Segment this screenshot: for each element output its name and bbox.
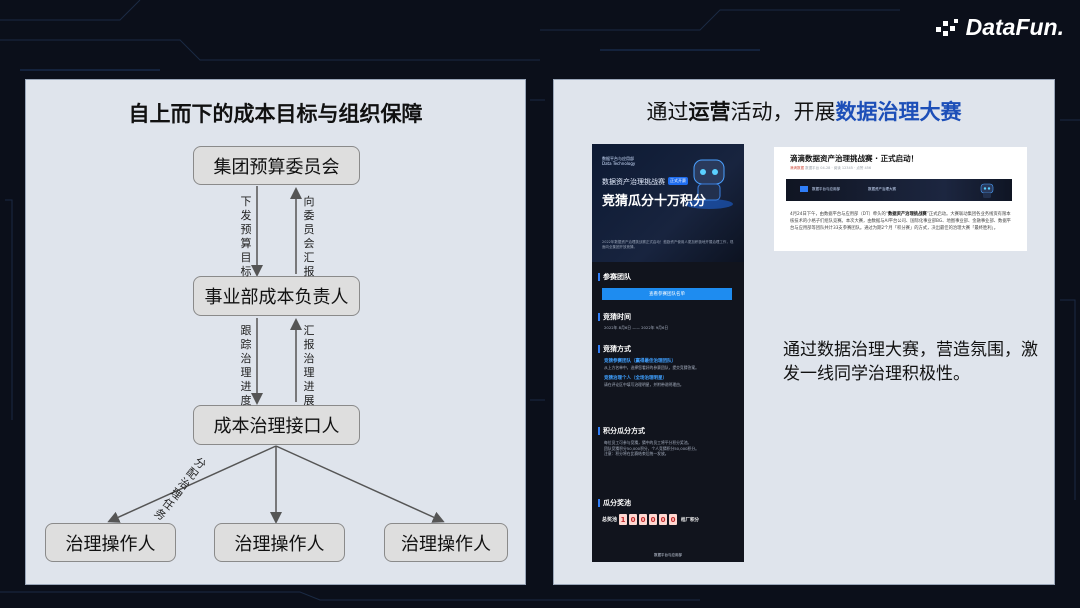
body-bold: 数据资产治理挑战赛 [888, 212, 927, 217]
label-track-progress: 跟踪治理进度 [240, 324, 252, 407]
section-title: 竞猜时间 [603, 313, 631, 321]
node-bu-cost-owner: 事业部成本负责人 [193, 276, 360, 316]
org-chart-arrows [107, 186, 445, 524]
title-bold: 运营 [688, 100, 731, 124]
section-line: 注意：积分将在比赛结束后统一发放。 [604, 451, 669, 456]
section-line: 请在评论区中填写治理明星，并附带说明理由。 [604, 381, 684, 387]
section-line: 每位员工可参与竞猜，猜中的员工将平分积分奖池。 [604, 440, 692, 445]
prize-digit: 0 [669, 514, 678, 525]
section-line: 竞猜参赛团队（赢得最佳治理团队） [604, 359, 676, 364]
logo-text: DataFun. [965, 14, 1064, 40]
prize-digit: 0 [649, 514, 658, 525]
section-title: 参赛团队 [603, 273, 631, 281]
arrow-assign-left [107, 445, 277, 523]
label-down-budget: 下发预算目标 [240, 195, 252, 278]
article-author: 滴滴数据 [790, 166, 804, 170]
section-title: 竞猜方式 [603, 345, 631, 353]
label-up-report: 向委员会汇报 [303, 195, 315, 278]
right-panel-title: 通过运营活动，开展数据治理大赛 [554, 96, 1054, 126]
poster-subtitle: 数据资产治理挑战赛 [602, 178, 665, 186]
section-line: 从上方名单中，选择您看好的参赛团队，提交竞猜答案。 [604, 364, 699, 370]
banner-right-text: 数据资产治理大赛 [868, 187, 896, 191]
poster-brand: 数据平台与应用部 Data Technology [602, 156, 636, 166]
poster-intro: 2022年数据资产治理挑战赛正式启动！鼓励资产使用人更加积极地开展治理工作，现面… [602, 240, 734, 249]
node-operator-1: 治理操作人 [45, 523, 176, 562]
datafun-logo: DataFun. [934, 14, 1064, 41]
section-line: 团队竞猜积分50,000积分，个人竞猜积分50,000积分。 [604, 445, 699, 451]
prize-digit: 0 [629, 514, 638, 525]
dt-logo-icon [800, 186, 808, 192]
competition-description: 通过数据治理大赛，营造氛围，激发一线同学治理积极性。 [783, 340, 1038, 384]
section-title: 积分瓜分方式 [603, 427, 645, 435]
logo-dots-icon [935, 18, 958, 36]
prize-digit: 0 [659, 514, 668, 525]
article-meta: 滴滴数据 数据平台 04-28 · 阅读 12345 · 点赞 456 [790, 166, 871, 171]
article-title: 滴滴数据资产治理挑战赛 · 正式启动！ [790, 154, 919, 163]
body-prefix: 4月24日下午，由数据平台与应用部（DT）牵头的“ [790, 212, 888, 217]
competition-panel: 通过运营活动，开展数据治理大赛 数据平台与应用部 Data Technology… [553, 79, 1055, 585]
body-suffix: ”正式启动。大赛联动集团各业务线资有限本核技术的小格子们组队竞赛。本次大赛，由数… [790, 212, 1011, 231]
prize-digit: 0 [639, 514, 648, 525]
announcement-article: 滴滴数据资产治理挑战赛 · 正式启动！ 滴滴数据 数据平台 04-28 · 阅读… [774, 147, 1027, 251]
title-prefix: 通过 [646, 100, 689, 124]
poster-section-prize: 瓜分奖池 总奖池 1 0 0 0 0 0 桔厂积分 [598, 498, 738, 525]
article-body: 4月24日下午，由数据平台与应用部（DT）牵头的“数据资产治理挑战赛”正式启动。… [790, 211, 1014, 232]
robot-small-icon [980, 183, 994, 198]
poster-section-time: 竞猜时间 2022年 8月6日 —— 2022年 9月6日 [598, 312, 738, 331]
node-cost-interface: 成本治理接口人 [193, 405, 360, 445]
section-line: 2022年 8月6日 —— 2022年 9月6日 [604, 325, 669, 330]
poster-section-points: 积分瓜分方式 每位员工可参与竞猜，猜中的员工将平分积分奖池。 团队竞猜积分50,… [598, 426, 738, 457]
poster-section-teams: 参赛团队 查看参赛团队名单 [598, 272, 738, 300]
left-panel-title: 自上而下的成本目标与组织保障 [128, 102, 423, 126]
poster-section-method: 竞猜方式 竞猜参赛团队（赢得最佳治理团队） 从上方名单中，选择您看好的参赛团队，… [598, 344, 738, 387]
arrow-assign-right [275, 445, 445, 523]
title-highlight: 数据治理大赛 [835, 100, 962, 124]
org-chart-panel: 自上而下的成本目标与组织保障 集团预算委员会 事业部成本负责人 成本治理接口人 … [25, 79, 526, 585]
article-banner: 数据平台与应用部 数据资产治理大赛 [786, 179, 1012, 201]
poster-footer: 数据平台与应用部 [654, 553, 682, 557]
prize-label: 总奖池 [602, 517, 618, 523]
section-title: 瓜分奖池 [603, 499, 631, 507]
poster-tag: 正式开赛 [668, 177, 688, 185]
label-report-progress: 汇报治理进展 [303, 324, 315, 407]
poster-headline: 竞猜瓜分十万积分 [602, 194, 707, 209]
prize-pool: 总奖池 1 0 0 0 0 0 桔厂积分 [602, 514, 738, 525]
banner-left-text: 数据平台与应用部 [812, 187, 840, 191]
article-meta-rest: 数据平台 04-28 · 阅读 12345 · 点赞 456 [805, 166, 872, 170]
competition-poster: 数据平台与应用部 Data Technology 数据资产治理挑战赛 正式开赛 … [592, 144, 744, 562]
prize-digit: 1 [619, 514, 628, 525]
node-operator-2: 治理操作人 [214, 523, 345, 562]
robot-illustration-icon [685, 159, 733, 209]
node-budget-committee: 集团预算委员会 [193, 146, 360, 185]
prize-unit: 桔厂积分 [681, 517, 700, 523]
view-teams-button[interactable]: 查看参赛团队名单 [602, 288, 732, 300]
section-line: 竞猜治理个人（全场治理明星） [604, 376, 667, 381]
node-operator-3: 治理操作人 [384, 523, 508, 562]
title-mid: 活动，开展 [730, 100, 836, 124]
